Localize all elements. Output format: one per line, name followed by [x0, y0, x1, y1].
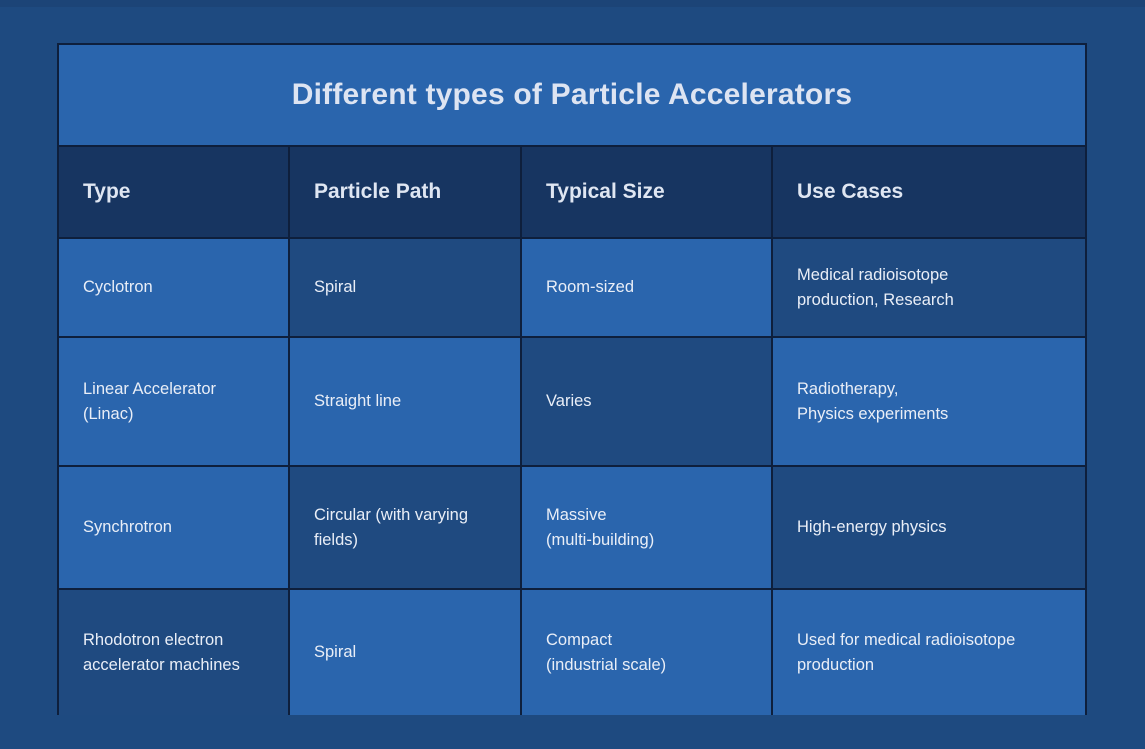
table-row: Rhodotron electron accelerator machines … [59, 590, 1085, 715]
cell-type: Synchrotron [59, 467, 290, 588]
column-header-type: Type [59, 147, 290, 237]
table-header-row: Type Particle Path Typical Size Use Case… [59, 147, 1085, 239]
table-body: Type Particle Path Typical Size Use Case… [59, 147, 1085, 715]
cell-value: Linear Accelerator (Linac) [83, 380, 216, 423]
cell-value: Cyclotron [83, 278, 153, 297]
column-header-typical-size: Typical Size [522, 147, 773, 237]
cell-value: Medical radioisotope production, Researc… [797, 266, 954, 309]
cell-value: Massive (multi-building) [546, 506, 655, 549]
cell-particle-path: Straight line [290, 338, 522, 465]
table-row: Linear Accelerator (Linac) Straight line… [59, 338, 1085, 467]
cell-type: Linear Accelerator (Linac) [59, 338, 290, 465]
cell-use-cases: High-energy physics [773, 467, 1085, 588]
column-header-label: Use Cases [797, 180, 904, 204]
cell-particle-path: Circular (with varying fields) [290, 467, 522, 588]
column-header-label: Typical Size [546, 180, 665, 204]
cell-typical-size: Room-sized [522, 239, 773, 336]
column-header-use-cases: Use Cases [773, 147, 1085, 237]
cell-use-cases: Medical radioisotope production, Researc… [773, 239, 1085, 336]
column-header-particle-path: Particle Path [290, 147, 522, 237]
column-header-label: Type [83, 180, 131, 204]
cell-use-cases: Used for medical radioisotope production [773, 590, 1085, 715]
cell-value: Room-sized [546, 278, 635, 297]
cell-value: Rhodotron electron accelerator machines [83, 631, 240, 674]
cell-type: Cyclotron [59, 239, 290, 336]
table-row: Cyclotron Spiral Room-sized Medical radi… [59, 239, 1085, 338]
cell-typical-size: Compact (industrial scale) [522, 590, 773, 715]
page-title: Different types of Particle Accelerators [291, 78, 853, 111]
cell-use-cases: Radiotherapy, Physics experiments [773, 338, 1085, 465]
cell-value: Synchrotron [83, 518, 172, 537]
cell-particle-path: Spiral [290, 590, 522, 715]
accelerator-comparison-table: Different types of Particle Accelerators… [57, 43, 1087, 715]
table-row: Synchrotron Circular (with varying field… [59, 467, 1085, 590]
cell-value: Spiral [314, 643, 357, 662]
top-edge-band [0, 0, 1145, 7]
cell-value: Circular (with varying fields) [314, 506, 469, 549]
cell-value: Compact (industrial scale) [546, 631, 667, 674]
cell-typical-size: Massive (multi-building) [522, 467, 773, 588]
cell-value: Radiotherapy, Physics experiments [797, 380, 949, 423]
cell-value: Straight line [314, 392, 402, 411]
cell-value: Used for medical radioisotope production [797, 631, 1016, 674]
column-header-label: Particle Path [314, 180, 442, 204]
cell-type: Rhodotron electron accelerator machines [59, 590, 290, 715]
cell-typical-size: Varies [522, 338, 773, 465]
cell-particle-path: Spiral [290, 239, 522, 336]
cell-value: Spiral [314, 278, 357, 297]
table-title-banner: Different types of Particle Accelerators [59, 45, 1085, 147]
cell-value: Varies [546, 392, 592, 411]
cell-value: High-energy physics [797, 518, 947, 537]
